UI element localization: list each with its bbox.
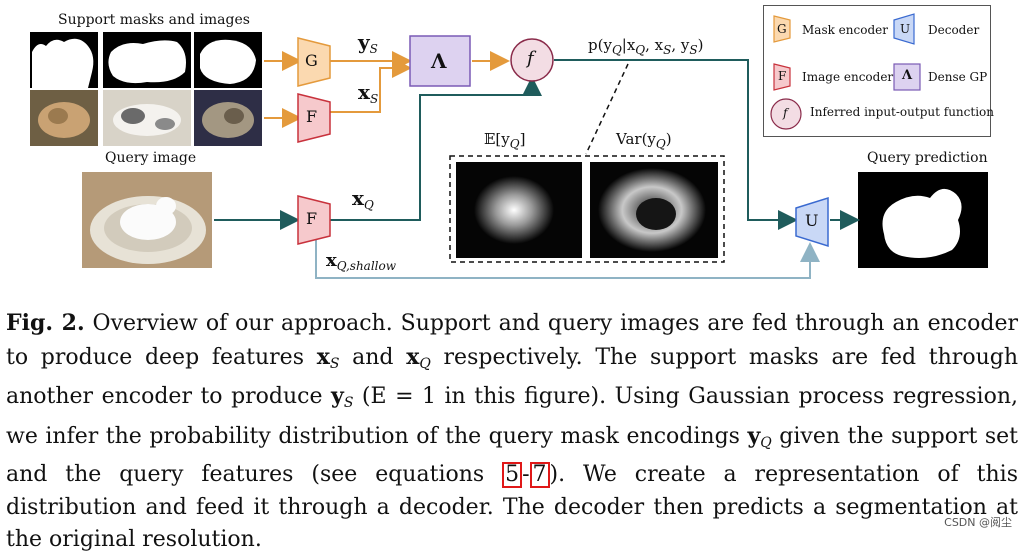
caption-text-1: Overview of our approach. Support and qu…	[6, 311, 1018, 370]
variance-map	[590, 162, 718, 258]
mask-shape	[200, 39, 256, 84]
legend-function: Inferred input-output function	[810, 105, 994, 119]
mask-shape	[108, 40, 186, 84]
image-encoder-f-support	[297, 93, 331, 143]
label-x-q-shallow: xQ,shallow	[326, 250, 397, 273]
cat-photo	[194, 90, 262, 146]
legend-image-encoder: Image encoder	[802, 70, 894, 84]
legend-g-letter: G	[777, 22, 787, 36]
legend-f-symbol: f	[783, 106, 788, 120]
legend-dense-gp: Dense GP	[928, 70, 988, 84]
support-image-1	[30, 90, 98, 146]
mask-shape	[882, 188, 962, 258]
support-mask-2	[103, 32, 191, 88]
query-encoder-letter: F	[306, 209, 318, 228]
mask-encoder-g	[297, 37, 331, 87]
image-encoder-letter: F	[306, 107, 318, 126]
cat-photo	[82, 172, 212, 268]
support-image-2	[103, 90, 191, 146]
image-encoder-f-query	[297, 195, 331, 245]
support-mask-1	[30, 32, 98, 88]
variance-label: Var(yQ)	[616, 130, 672, 151]
legend-lambda-letter: Λ	[902, 68, 913, 83]
legend-u-letter: U	[900, 22, 911, 36]
dense-gp-box	[409, 35, 471, 87]
inferred-function-circle	[510, 38, 554, 82]
prediction-title: Query prediction	[867, 150, 988, 166]
query-prediction-mask	[858, 172, 988, 268]
support-title: Support masks and images	[58, 12, 250, 28]
heatmap-image	[598, 168, 706, 252]
legend-icons	[770, 13, 921, 130]
heatmap-image	[474, 176, 554, 244]
support-image-3	[194, 90, 262, 146]
label-x-s: xS	[358, 80, 379, 106]
support-mask-3	[194, 32, 262, 88]
decoder-letter: U	[805, 211, 819, 230]
decoder-u	[795, 196, 829, 248]
mask-encoder-letter: G	[305, 51, 318, 70]
label-x-q: xQ	[352, 186, 374, 212]
dense-gp-symbol: Λ	[431, 49, 447, 73]
label-y-s: yS	[358, 30, 378, 56]
legend-decoder: Decoder	[928, 23, 980, 37]
equation-ref-7[interactable]: 7	[529, 462, 550, 488]
diagram-connections	[214, 35, 860, 279]
cat-photo	[103, 90, 191, 146]
function-symbol: f	[527, 48, 534, 69]
mask-shape	[32, 38, 94, 88]
watermark: CSDN @阅尘	[944, 516, 1012, 529]
query-image	[82, 172, 212, 268]
cat-photo	[30, 90, 98, 146]
legend-mask-encoder: Mask encoder	[802, 23, 888, 37]
caption-label: Fig. 2.	[6, 310, 85, 336]
legend-f-letter: F	[778, 69, 787, 83]
equation-ref-5[interactable]: 5	[502, 462, 523, 488]
posterior-label: p(yQ|xQ, xS, yS)	[588, 36, 704, 57]
figure: Support masks and images Query imag	[30, 12, 988, 279]
mean-label: 𝔼[yQ]	[484, 130, 526, 151]
legend: G Mask encoder F Image encoder U Decoder…	[763, 5, 994, 137]
figure-caption: Fig. 2. Overview of our approach. Suppor…	[6, 310, 1018, 552]
mean-map	[456, 162, 582, 258]
query-title: Query image	[105, 150, 197, 166]
